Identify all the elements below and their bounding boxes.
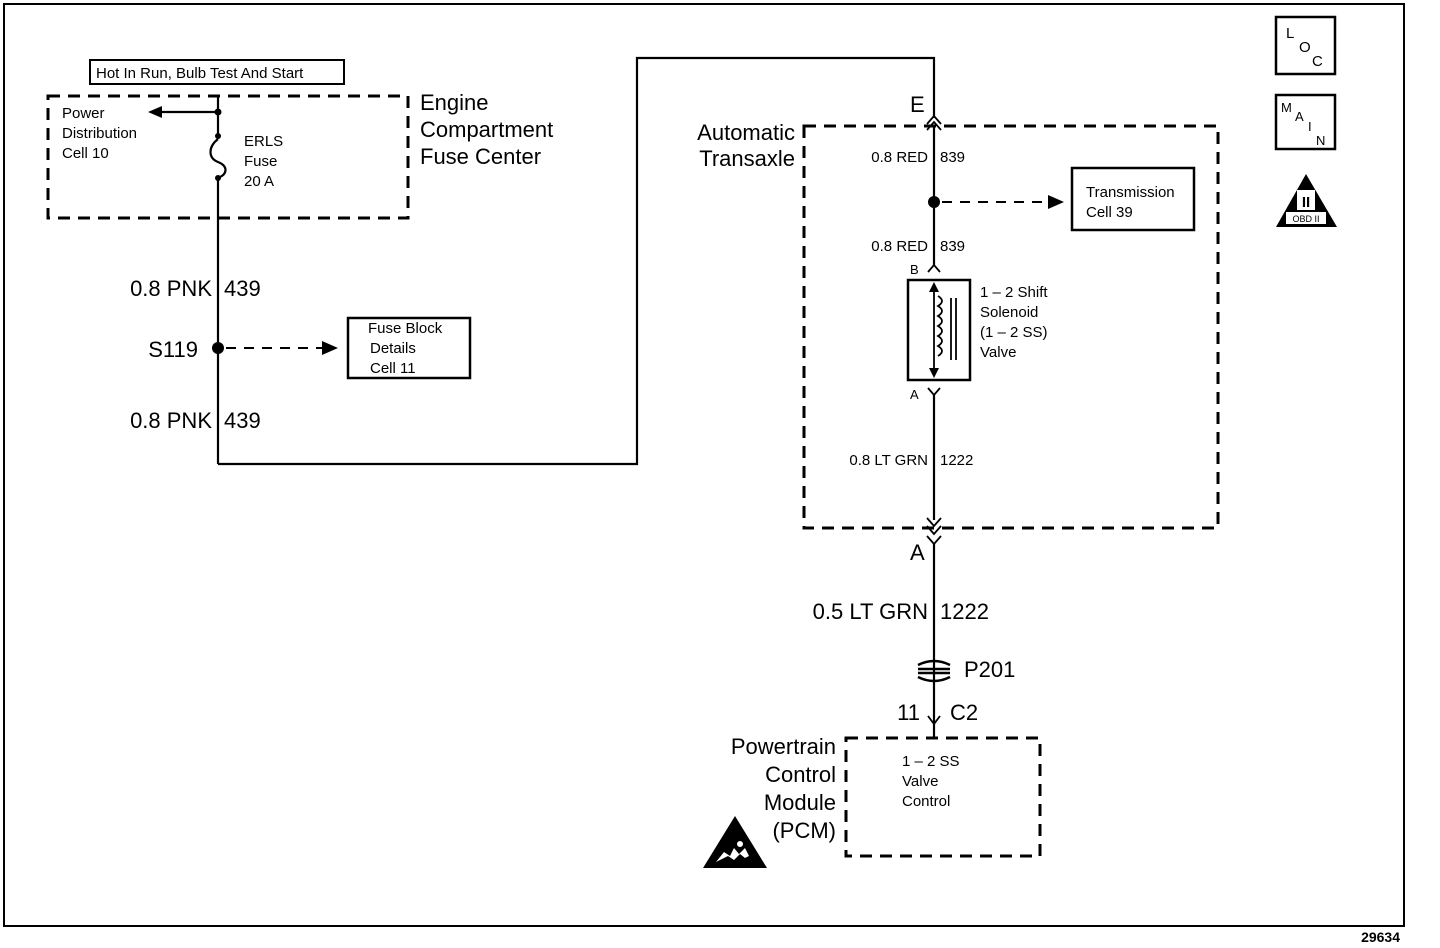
p201-label: P201: [964, 657, 1015, 682]
wire-1-circuit: 839: [940, 149, 965, 166]
svg-text:M: M: [1281, 100, 1292, 115]
pcm-title-line2: Control: [765, 762, 836, 787]
transmission-splice: [928, 196, 940, 208]
transaxle-title-line1: Automatic: [697, 120, 795, 145]
wire-1-color: 0.8 RED: [871, 149, 928, 166]
pin-b-symbol: [927, 263, 941, 273]
pcm-title-line1: Powertrain: [731, 734, 836, 759]
wire-3-color: 0.8 LT GRN: [849, 452, 928, 469]
transaxle-dashed-box: [802, 124, 1220, 530]
pcm-dashed-box: [844, 736, 1042, 858]
pcm-title-line4: (PCM): [772, 818, 836, 843]
fuse-block-line1: Fuse Block: [368, 320, 443, 337]
pin-a-inner-label: A: [910, 387, 919, 402]
wire-2-circuit: 839: [940, 238, 965, 255]
solenoid-line2: Solenoid: [980, 304, 1038, 321]
engine-fuse-center: Hot In Run, Bulb Test And Start Engine C…: [46, 59, 553, 220]
transmission-cell-box: [1070, 166, 1196, 232]
hot-in-run-box: [89, 59, 345, 85]
svg-text:N: N: [1316, 133, 1325, 148]
pin-b-label: B: [910, 262, 919, 277]
fuse-line3: 20 A: [244, 173, 274, 190]
transmission-ref-arrow: [1048, 195, 1064, 209]
svg-text:I: I: [1308, 119, 1312, 134]
fuse-block-line2: Details: [370, 340, 416, 357]
hot-in-run-label: Hot In Run, Bulb Test And Start: [96, 65, 304, 82]
fuse-symbol: [209, 133, 227, 181]
pcm-content-line2: Valve: [902, 773, 938, 790]
wire-3-circuit: 1222: [940, 452, 973, 469]
power-arrow-head: [148, 106, 162, 118]
connector-e-label: E: [910, 92, 925, 117]
lower-wire-circuit: 1222: [940, 599, 989, 624]
c2-label: C2: [950, 700, 978, 725]
svg-text:L: L: [1286, 25, 1294, 42]
svg-text:II: II: [1302, 194, 1310, 211]
wire-top-circuit: 439: [224, 276, 261, 301]
wire-bottom-circuit: 439: [224, 408, 261, 433]
wire-2-color: 0.8 RED: [871, 238, 928, 255]
diagram-frame: [3, 3, 1405, 927]
pcm-content-line3: Control: [902, 793, 950, 810]
transmission-line2: Cell 39: [1086, 204, 1133, 221]
pin-a-inner-symbol: [927, 387, 941, 397]
fuse-center-title-line1: Engine: [420, 90, 489, 115]
transaxle-title-line2: Transaxle: [699, 146, 795, 171]
left-circuit: 0.8 PNK 439 S119 Fuse Block Details Cell…: [130, 56, 936, 466]
p201-connector-symbol: [917, 659, 951, 683]
connector-e-symbol: [926, 114, 942, 131]
power-dist-line1: Power: [62, 105, 105, 122]
splice-label: S119: [148, 337, 198, 362]
power-dist-line3: Cell 10: [62, 145, 109, 162]
solenoid-box: [906, 278, 972, 382]
fuse-line2: Fuse: [244, 153, 277, 170]
wire-top-color: 0.8 PNK: [130, 276, 212, 301]
main-icon[interactable]: M A I N: [1274, 93, 1337, 151]
svg-text:O: O: [1299, 39, 1311, 56]
splice-s119: [212, 342, 224, 354]
pcm-title-line3: Module: [764, 790, 836, 815]
fuse-block-line3: Cell 11: [370, 360, 416, 377]
solenoid-line1: 1 – 2 Shift: [980, 284, 1048, 301]
fuse-center-title-line2: Compartment: [420, 117, 553, 142]
svg-text:C: C: [1312, 53, 1323, 70]
solenoid-line3: (1 – 2 SS): [980, 324, 1048, 341]
loc-icon[interactable]: L O C: [1274, 15, 1337, 76]
pcm: Powertrain Control Module (PCM) 1 – 2 SS…: [703, 734, 1042, 868]
wire-to-transaxle: [218, 56, 936, 466]
bus-terminal-dot: [214, 108, 222, 116]
pcm-content-line1: 1 – 2 SS: [902, 753, 960, 770]
wire-bottom-color: 0.8 PNK: [130, 408, 212, 433]
esd-warning-icon: [703, 816, 767, 868]
transmission-line1: Transmission: [1086, 184, 1175, 201]
fuse-block-ref-arrow: [322, 341, 338, 355]
fuse-line1: ERLS: [244, 133, 283, 150]
solenoid-coil: [929, 282, 957, 378]
connector-a-label: A: [910, 540, 925, 565]
connector-a-symbol: [926, 517, 942, 546]
obd-ii-icon[interactable]: II OBD II: [1276, 174, 1337, 227]
svg-text:OBD II: OBD II: [1292, 214, 1319, 224]
lower-circuit: A 0.5 LT GRN 1222 P201 11 C2: [813, 540, 1015, 738]
power-dist-line2: Distribution: [62, 125, 137, 142]
figure-number: 29634: [1361, 929, 1400, 945]
fuse-center-title-line3: Fuse Center: [420, 144, 541, 169]
fuse-block-details-box: [346, 316, 472, 380]
fuse-center-dashed-box: [46, 94, 410, 220]
pin-11-label: 11: [897, 700, 920, 725]
solenoid-line4: Valve: [980, 344, 1016, 361]
lower-wire-color: 0.5 LT GRN: [813, 599, 928, 624]
svg-text:A: A: [1295, 109, 1304, 124]
automatic-transaxle: Automatic Transaxle E 0.8 RED 839 Transm…: [697, 92, 1220, 546]
